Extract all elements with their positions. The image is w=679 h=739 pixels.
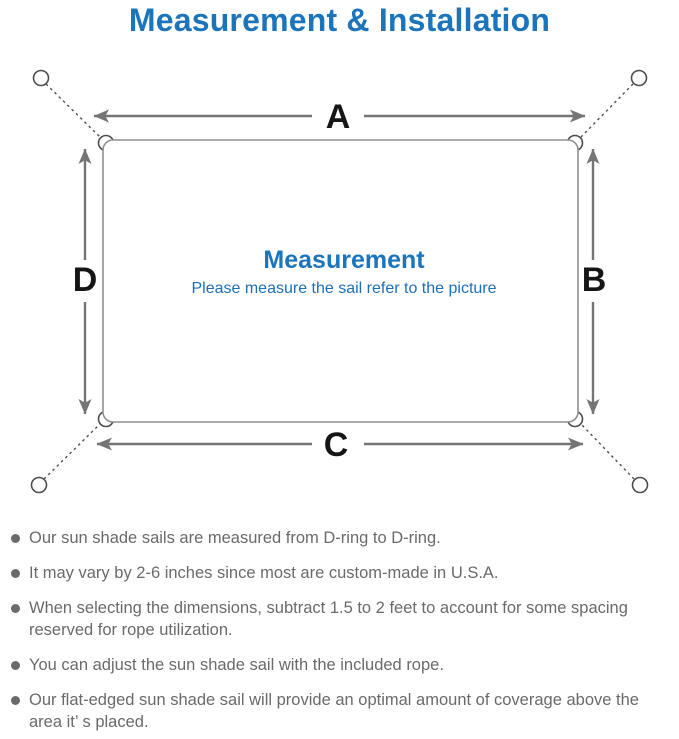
dimension-label-b: B <box>582 261 607 299</box>
anchor-ring-icon <box>631 476 649 494</box>
sail-outline <box>102 139 579 423</box>
diagram-center-subtitle: Please measure the sail refer to the pic… <box>191 280 496 297</box>
anchor-ring-icon <box>30 476 48 494</box>
note-text: Our sun shade sails are measured from D-… <box>29 529 441 547</box>
bullet-icon <box>11 696 20 705</box>
anchor-ring-icon <box>32 69 50 87</box>
anchor-rings <box>30 69 649 494</box>
diagram-center-title: Measurement <box>263 246 425 274</box>
bullet-icon <box>11 661 20 670</box>
bullet-icon <box>11 534 20 543</box>
bullet-icon <box>11 604 20 613</box>
rope-dashed-line <box>580 83 634 138</box>
note-item: You can adjust the sun shade sail with t… <box>10 654 675 676</box>
note-text: You can adjust the sun shade sail with t… <box>29 656 444 674</box>
note-item: Our flat-edged sun shade sail will provi… <box>10 689 675 733</box>
note-item: When selecting the dimensions, subtract … <box>10 597 675 641</box>
corner-ropes <box>43 83 635 480</box>
note-text: When selecting the dimensions, subtract … <box>29 599 628 639</box>
bullet-icon <box>11 569 20 578</box>
dimension-arrows <box>78 109 600 451</box>
dimension-label-a: A <box>326 98 351 136</box>
rope-dashed-line <box>580 423 635 480</box>
rope-dashed-line <box>45 83 101 138</box>
note-item: It may vary by 2-6 inches since most are… <box>10 562 675 584</box>
note-text: It may vary by 2-6 inches since most are… <box>29 564 499 582</box>
page-title: Measurement & Installation <box>128 2 551 38</box>
note-text: Our flat-edged sun shade sail will provi… <box>29 691 639 731</box>
notes-list: Our sun shade sails are measured from D-… <box>0 527 679 739</box>
measurement-diagram: A B C D Measurement Please measure the s… <box>30 69 649 494</box>
dimension-label-c: C <box>324 426 349 464</box>
note-item: Our sun shade sails are measured from D-… <box>10 527 675 549</box>
anchor-ring-icon <box>630 69 648 87</box>
dimension-label-d: D <box>73 261 98 299</box>
rope-dashed-line <box>43 423 101 480</box>
